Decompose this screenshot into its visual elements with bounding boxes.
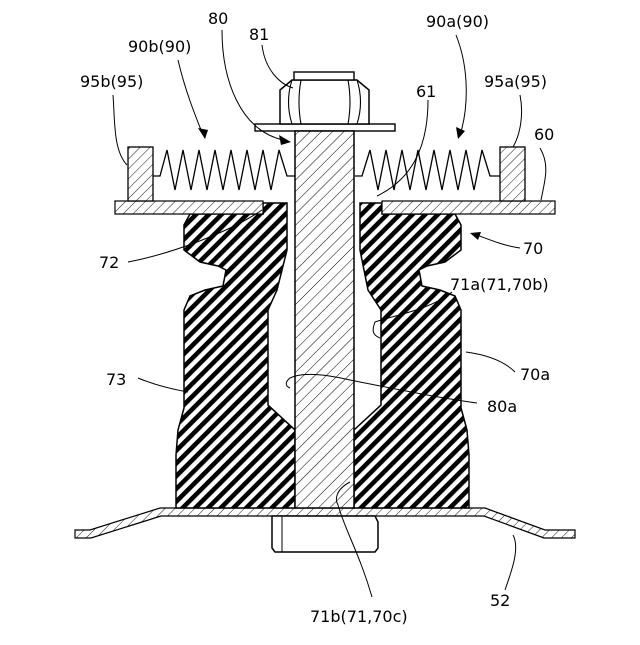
label-71a: 71a(71,70b) xyxy=(450,275,549,294)
label-60: 60 xyxy=(534,125,554,144)
label-72: 72 xyxy=(99,253,119,272)
label-80: 80 xyxy=(208,9,228,28)
lower-nut xyxy=(272,516,378,552)
label-81: 81 xyxy=(249,25,269,44)
leader-60 xyxy=(540,148,546,200)
leader-90a xyxy=(456,35,466,135)
elastic-body-right-70a xyxy=(354,203,469,508)
spring-90b xyxy=(153,150,295,190)
leader-70 xyxy=(477,235,520,248)
arrow-80 xyxy=(279,135,291,145)
washer xyxy=(255,124,395,131)
stopper-95b xyxy=(128,147,153,201)
label-61: 61 xyxy=(416,82,436,101)
arrow-90b xyxy=(198,128,208,139)
stopper-95a xyxy=(500,147,525,201)
label-71b: 71b(71,70c) xyxy=(310,607,408,626)
label-90a: 90a(90) xyxy=(426,12,489,31)
upper-plate-60-right xyxy=(382,201,555,214)
arrow-70 xyxy=(470,232,481,240)
leader-52 xyxy=(505,535,516,590)
arrow-90a xyxy=(456,127,465,139)
leader-95a xyxy=(513,95,522,147)
label-95b: 95b(95) xyxy=(80,72,143,91)
label-90b: 90b(90) xyxy=(128,37,191,56)
label-95a: 95a(95) xyxy=(484,72,547,91)
label-52: 52 xyxy=(490,591,510,610)
elastic-body-left-73 xyxy=(176,203,295,508)
label-73: 73 xyxy=(106,370,126,389)
bolt-80-shaft xyxy=(295,131,354,508)
nut-81 xyxy=(280,80,369,124)
leader-81 xyxy=(262,45,293,88)
label-80a: 80a xyxy=(487,397,517,416)
nut-81-top xyxy=(294,72,354,80)
label-70: 70 xyxy=(523,239,543,258)
leader-61 xyxy=(377,100,428,196)
leader-95b xyxy=(113,95,127,165)
leader-90b xyxy=(178,60,203,135)
leader-70a xyxy=(466,352,515,372)
upper-plate-60-left xyxy=(115,201,263,214)
spring-90a xyxy=(355,150,500,190)
leader-73 xyxy=(138,378,188,392)
label-70a: 70a xyxy=(520,365,550,384)
